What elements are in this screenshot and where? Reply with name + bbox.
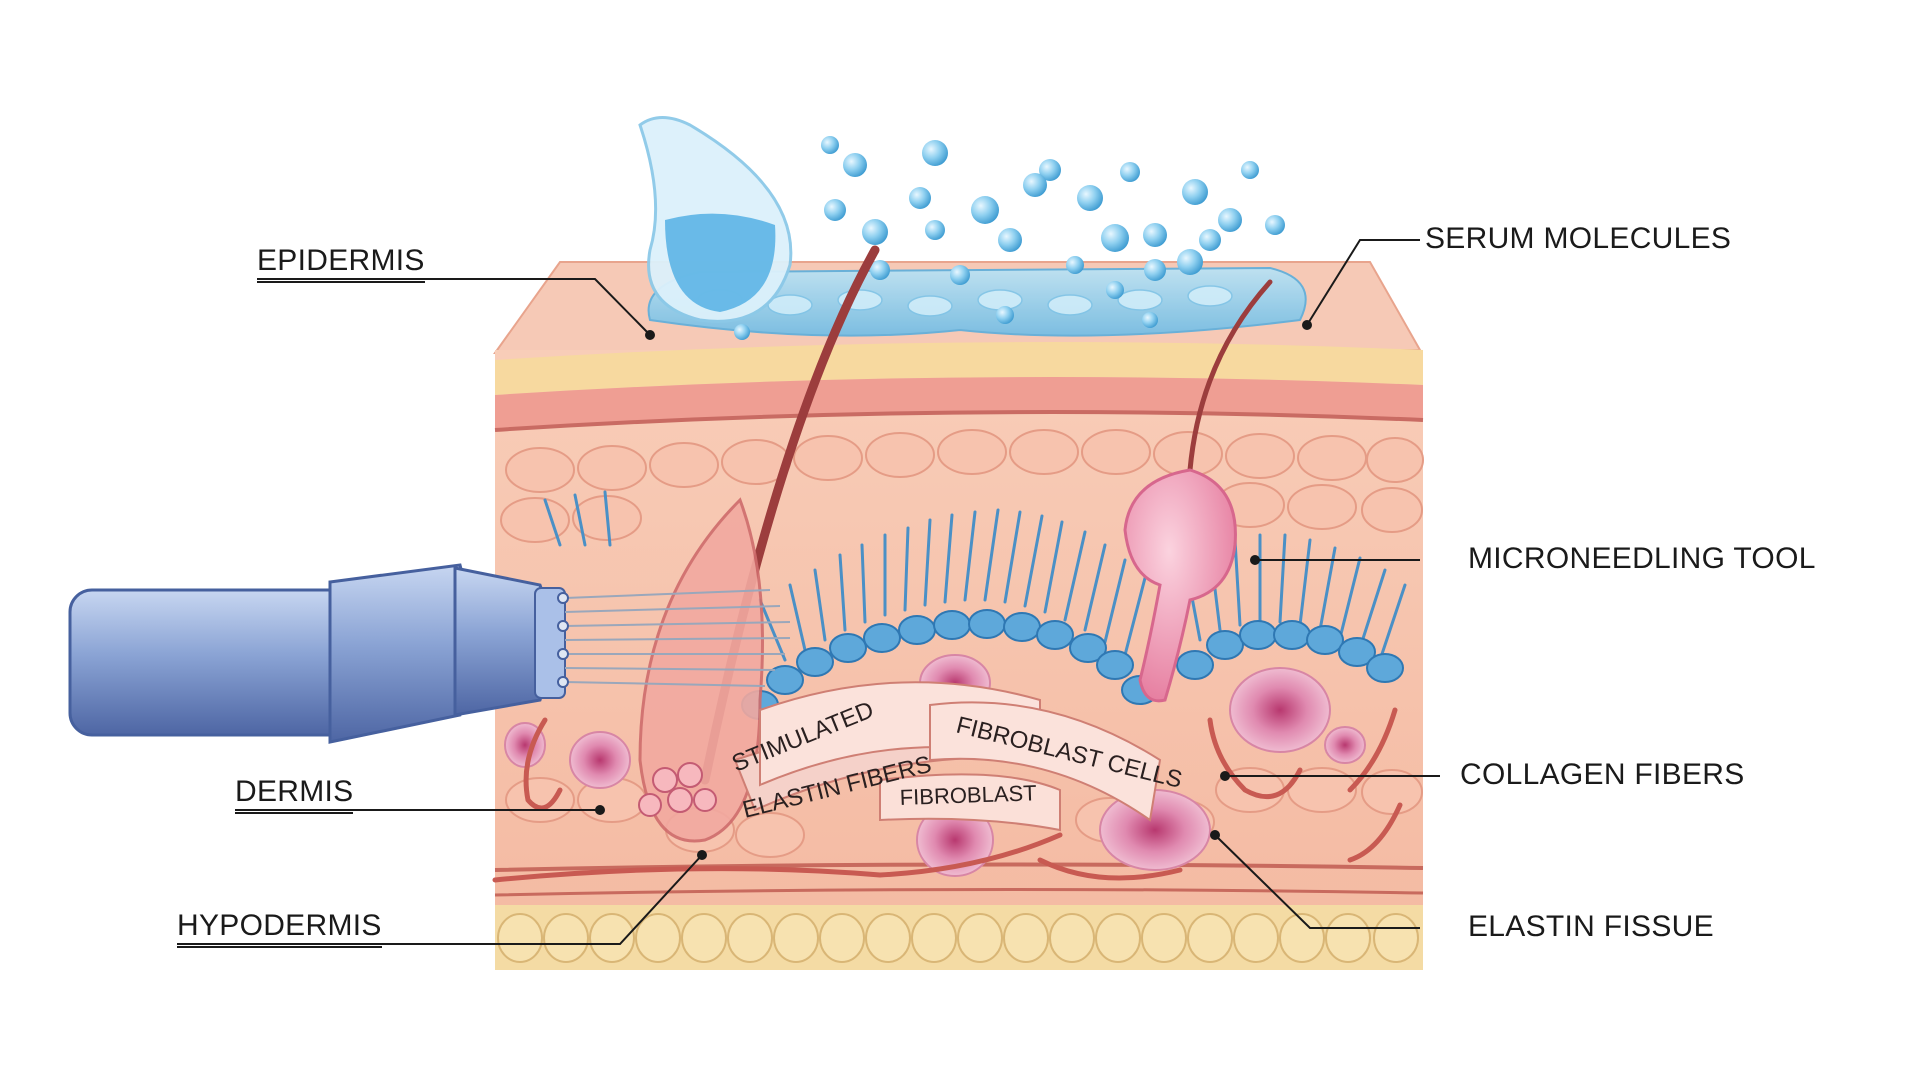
epidermis-leader — [257, 278, 651, 336]
label-serum-molecules: SERUM MOLECULES — [1425, 222, 1732, 255]
hypodermis-fat-layer — [494, 862, 1424, 970]
hair-follicle — [638, 497, 764, 843]
stratum-layer — [495, 342, 1423, 395]
serum-pool — [647, 266, 1307, 337]
label-dermis: DERMIS — [235, 775, 354, 814]
ribbon-fibroblast-text: FIBROBLAST — [899, 780, 1037, 810]
follicle-bulb-cells — [638, 762, 717, 817]
basal-cell-arc — [741, 609, 1404, 720]
dermis-cells — [500, 429, 1424, 858]
label-epidermis: EPIDERMIS — [257, 244, 425, 283]
label-collagen-fibers: COLLAGEN FIBERS — [1460, 758, 1745, 791]
serum-molecules-leader — [1306, 239, 1420, 326]
label-elastin-fissue: ELASTIN FISSUE — [1468, 910, 1714, 943]
microneedling-device — [68, 563, 791, 744]
elastin-fissue-leader — [1214, 834, 1420, 929]
label-hypodermis: HYPODERMIS — [177, 909, 382, 948]
serum-dropper — [638, 116, 793, 323]
label-microneedling-tool: MICRONEEDLING TOOL — [1468, 542, 1816, 575]
leader-lines — [177, 239, 1440, 945]
hypodermis-leader — [177, 854, 703, 945]
collagen-fibers — [492, 707, 1403, 883]
serum-molecule-bubbles — [734, 136, 1285, 340]
elastin-ribbon — [733, 681, 1162, 832]
gland-bulb — [1123, 468, 1237, 703]
epidermis-boundary-line — [494, 410, 1424, 432]
